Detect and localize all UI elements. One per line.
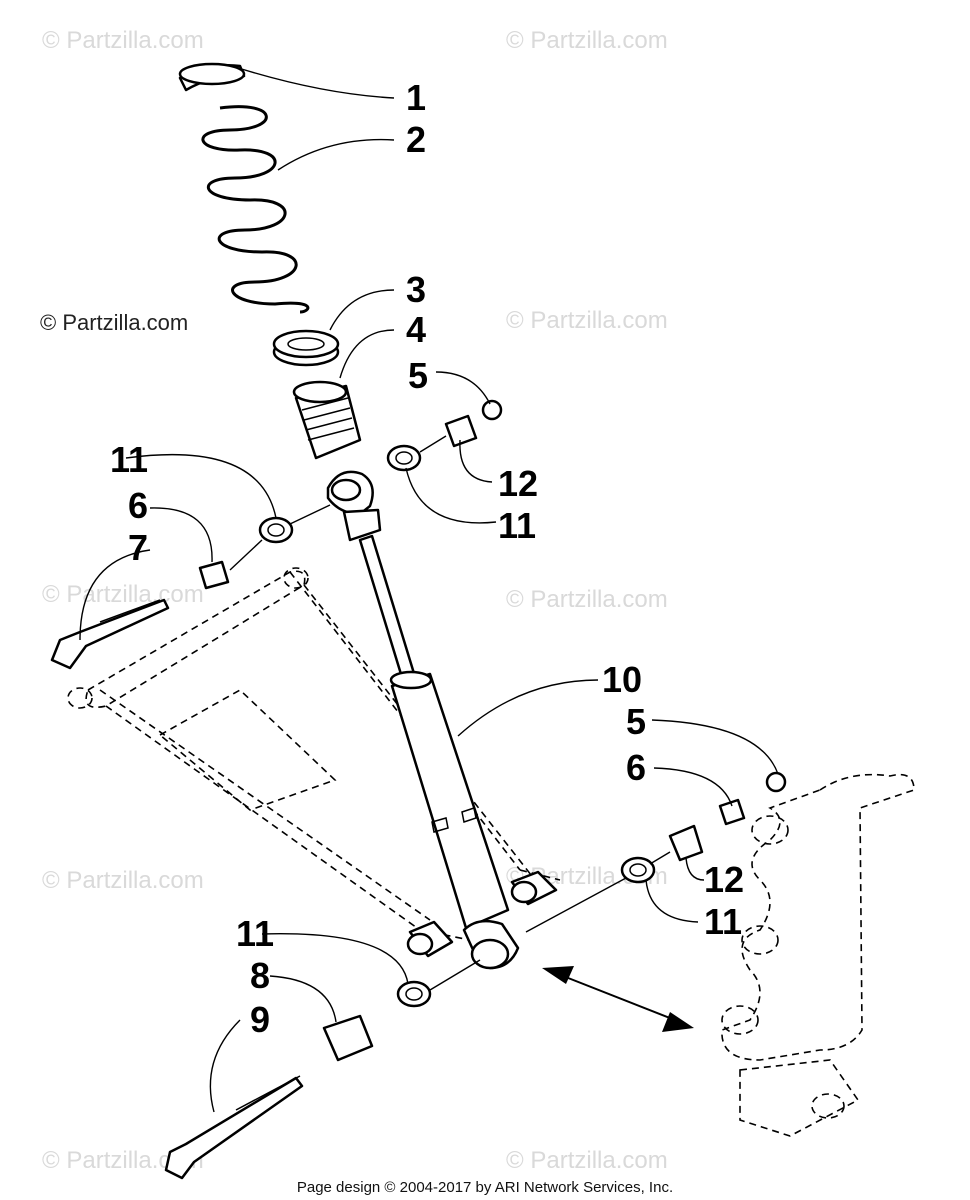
adjuster-nut-part bbox=[272, 329, 340, 367]
shock-absorber-part bbox=[326, 470, 520, 970]
callout-6: 6 bbox=[128, 485, 148, 526]
callout-12: 12 bbox=[498, 463, 538, 504]
watermark-text: © Partzilla.com bbox=[506, 27, 668, 54]
footer-copyright: Page design © 2004-2017 by ARI Network S… bbox=[297, 1179, 673, 1196]
movement-arrow bbox=[542, 966, 694, 1032]
callout-1: 1 bbox=[406, 77, 426, 118]
callout-4: 4 bbox=[406, 309, 426, 350]
callout-5: 5 bbox=[626, 701, 646, 742]
callout-2: 2 bbox=[406, 119, 426, 160]
watermark-text: © Partzilla.com bbox=[506, 307, 668, 334]
callout-6: 6 bbox=[626, 747, 646, 788]
bump-stop-part bbox=[292, 380, 362, 460]
watermark-text: © Partzilla.com bbox=[506, 586, 668, 613]
callout-9: 9 bbox=[250, 999, 270, 1040]
callout-5: 5 bbox=[408, 355, 428, 396]
lower-hardware bbox=[164, 771, 787, 1180]
a-arm-outline bbox=[67, 567, 561, 958]
watermark-text: © Partzilla.com bbox=[42, 27, 204, 54]
callout-12: 12 bbox=[704, 859, 744, 900]
watermarks: © Partzilla.com © Partzilla.com © Partzi… bbox=[40, 27, 668, 1174]
callout-labels: 1 2 3 4 5 11 6 7 12 11 10 5 6 12 11 11 8… bbox=[110, 77, 744, 1040]
spindle-outline bbox=[721, 773, 915, 1137]
watermark-text: © Partzilla.com bbox=[42, 581, 204, 608]
leader-lines bbox=[79, 65, 779, 1113]
upper-hardware bbox=[50, 399, 503, 670]
callout-3: 3 bbox=[406, 269, 426, 310]
callout-11: 11 bbox=[236, 913, 274, 954]
callout-11: 11 bbox=[498, 505, 536, 546]
callout-7: 7 bbox=[128, 527, 148, 568]
callout-11: 11 bbox=[704, 901, 742, 942]
callout-11: 11 bbox=[110, 439, 148, 480]
coil-spring-part bbox=[201, 105, 310, 314]
watermark-text: © Partzilla.com bbox=[506, 1147, 668, 1174]
watermark-text: © Partzilla.com bbox=[42, 867, 204, 894]
watermark-main-text: © Partzilla.com bbox=[40, 310, 188, 335]
callout-8: 8 bbox=[250, 955, 270, 996]
spring-seat-part bbox=[178, 62, 246, 92]
callout-10: 10 bbox=[602, 659, 642, 700]
